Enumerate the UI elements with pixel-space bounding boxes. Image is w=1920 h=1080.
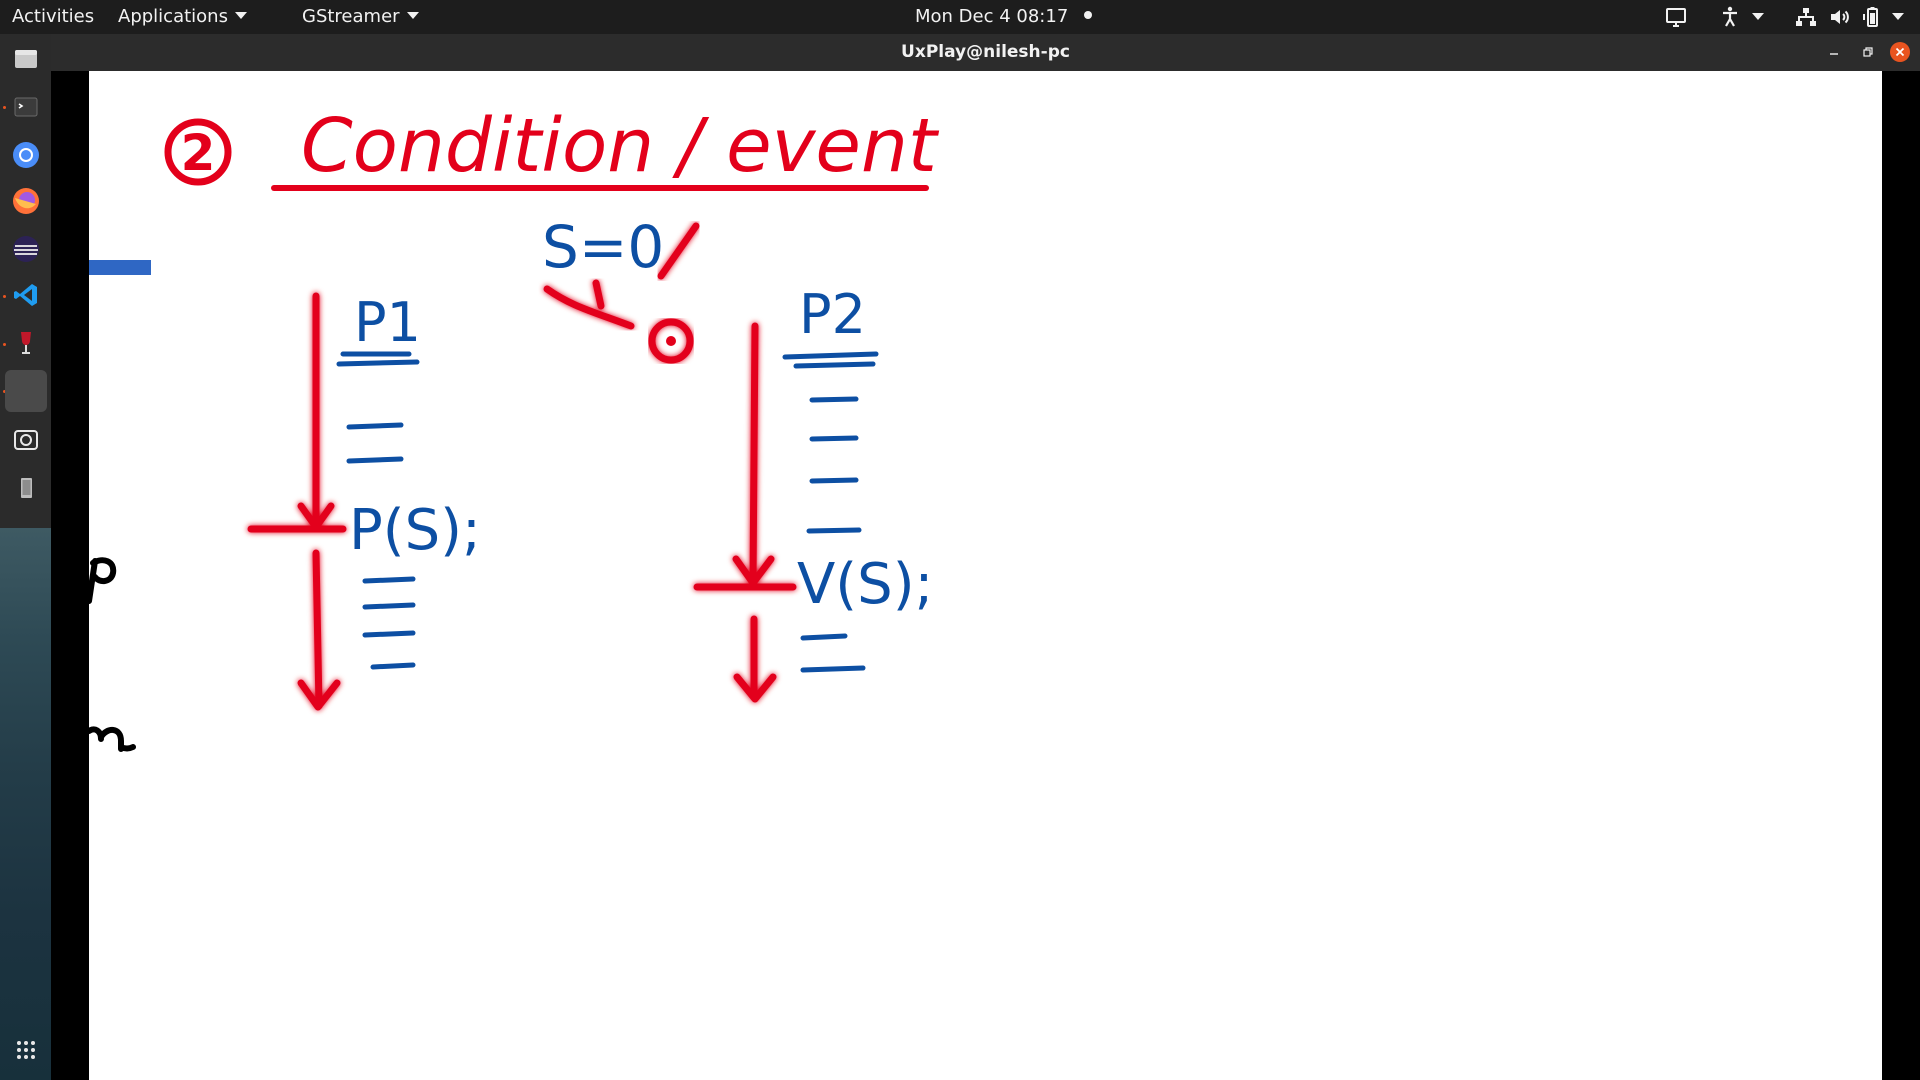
desktop-wallpaper (0, 528, 51, 1080)
dock-terminal[interactable] (5, 86, 47, 128)
running-indicator (3, 390, 6, 393)
running-indicator (3, 295, 6, 298)
applications-label: Applications (118, 6, 228, 27)
chevron-down-icon (1752, 13, 1764, 20)
semaphore-new-value (648, 318, 694, 364)
right-margin (1882, 71, 1920, 1080)
clock-label: Mon Dec 4 08:17 (915, 6, 1069, 27)
heading-number: 2 (181, 124, 216, 182)
process2-code-lines-before (806, 396, 862, 534)
minimize-icon (1830, 53, 1838, 55)
process2-label: P2 (799, 283, 866, 346)
process1-code-lines-after (362, 576, 416, 670)
semaphore-new-value-dot (666, 336, 676, 346)
process2-flow-arrow (693, 322, 797, 703)
restore-icon (1863, 47, 1873, 57)
device-icon (21, 478, 32, 498)
dock-device[interactable] (5, 467, 47, 509)
partial-handwriting (89, 557, 136, 752)
activities-button[interactable]: Activities (12, 6, 95, 27)
dock-active-app[interactable] (5, 370, 47, 412)
dock-firefox[interactable] (5, 180, 47, 222)
close-icon (1895, 47, 1905, 57)
screen-cast-icon[interactable] (1664, 5, 1688, 29)
top-bar: Activities Applications GStreamer Mon De… (0, 0, 1920, 34)
vscode-icon (14, 284, 37, 306)
app-menu[interactable]: GStreamer (302, 0, 419, 34)
process2-underline (782, 351, 879, 369)
firefox-icon (13, 188, 39, 214)
chevron-down-icon (406, 12, 419, 19)
heading-number-circle: 2 (164, 118, 232, 186)
window-titlebar[interactable]: UxPlay@nilesh-pc (51, 34, 1920, 71)
maximize-button[interactable] (1858, 42, 1878, 62)
files-icon (15, 50, 37, 68)
heading-text: Condition / event (301, 103, 940, 189)
running-indicator (3, 343, 6, 346)
dock-screenshot[interactable] (5, 419, 47, 461)
applications-menu[interactable]: Applications (118, 0, 247, 34)
dock-wine[interactable] (5, 322, 47, 364)
minimize-button[interactable] (1824, 42, 1844, 62)
mirrored-screen: 2 Condition / event S=0 P1 P(S); (51, 71, 1920, 1080)
screenshot-icon (14, 430, 38, 450)
process1-code-lines-before (346, 422, 404, 464)
chevron-down-icon (1892, 13, 1904, 20)
process1-wait-call: P(S); (349, 498, 481, 563)
process2-signal-call: V(S); (797, 552, 933, 617)
running-indicator (3, 106, 6, 109)
window-title: UxPlay@nilesh-pc (901, 42, 1070, 62)
app-menu-label: GStreamer (302, 6, 400, 27)
notification-dot-icon (1084, 11, 1093, 19)
network-icon[interactable] (1794, 5, 1818, 29)
app-grid-icon (17, 1041, 35, 1059)
dock (0, 34, 51, 1080)
close-button[interactable] (1890, 42, 1910, 62)
whiteboard-canvas[interactable]: 2 Condition / event S=0 P1 P(S); (151, 71, 1882, 1080)
process1-underline (336, 351, 420, 367)
battery-icon[interactable] (1860, 5, 1884, 29)
volume-icon[interactable] (1828, 5, 1852, 29)
process2-code-lines-after (800, 633, 866, 673)
semaphore-change-arrow (543, 279, 635, 330)
show-applications-button[interactable] (5, 1029, 47, 1071)
wine-icon (21, 332, 31, 354)
chevron-down-icon (234, 12, 247, 19)
accessibility-icon[interactable] (1718, 5, 1742, 29)
dock-chromium[interactable] (5, 134, 47, 176)
dock-files[interactable] (5, 38, 47, 80)
process1-label: P1 (354, 291, 421, 354)
clock-button[interactable]: Mon Dec 4 08:17 (915, 0, 1093, 34)
dock-vscode[interactable] (5, 274, 47, 316)
process1-flow-arrow (247, 292, 347, 711)
semaphore-strike (657, 222, 700, 280)
eclipse-icon (13, 236, 39, 262)
semaphore-init: S=0 (542, 213, 664, 281)
dock-eclipse[interactable] (5, 228, 47, 270)
terminal-icon (14, 97, 38, 117)
chromium-icon (13, 142, 39, 168)
